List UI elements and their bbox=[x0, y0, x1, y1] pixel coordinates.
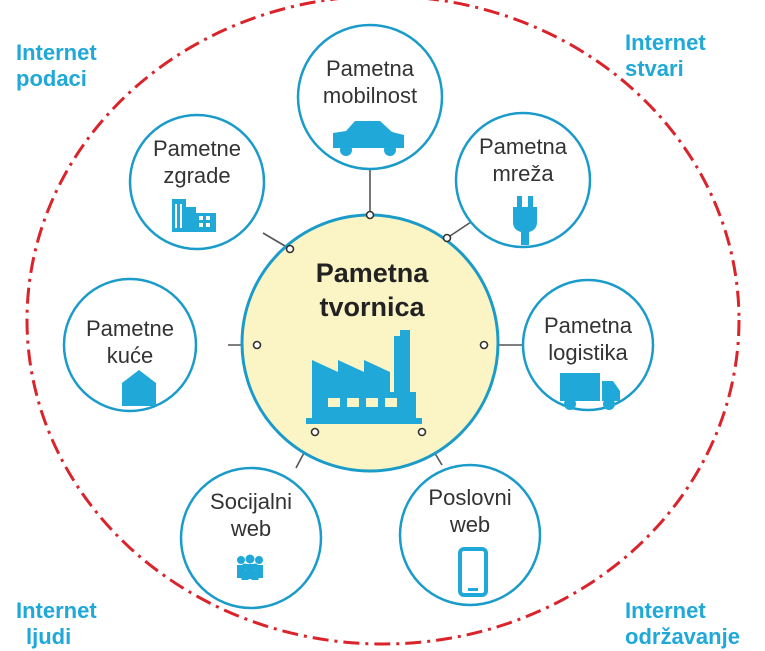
node-label-poslovni-web: Poslovni web bbox=[405, 484, 535, 538]
outer-ring bbox=[25, 0, 741, 646]
node-label-line: logistika bbox=[548, 340, 628, 365]
node-label-line: Pametne bbox=[152, 136, 242, 161]
corner-label-internet-stvari: Internet stvari bbox=[625, 30, 706, 82]
node-label-line: web bbox=[449, 512, 491, 537]
corner-label-line: Internet bbox=[625, 598, 706, 623]
people-icon bbox=[237, 554, 263, 580]
node-label-socijalni-web: Socijalni web bbox=[186, 488, 316, 542]
node-circle-kuce bbox=[62, 277, 198, 413]
node-circle-logistika bbox=[521, 278, 655, 412]
house-icon bbox=[122, 370, 156, 406]
center-label: Pametna tvornica bbox=[282, 256, 462, 324]
node-label-line: Pametna bbox=[478, 134, 568, 159]
node-label-line: Poslovni bbox=[428, 485, 512, 510]
dot-kuce bbox=[252, 340, 262, 350]
node-label-mreza: Pametna mreža bbox=[458, 133, 588, 187]
car-icon bbox=[333, 121, 404, 156]
dot-zgrade bbox=[285, 244, 295, 254]
node-circle-socijalni bbox=[179, 466, 323, 610]
node-label-line: zgrade bbox=[163, 163, 231, 188]
node-label-line: kuće bbox=[106, 343, 154, 368]
corner-label-line: Internet bbox=[16, 40, 97, 65]
corner-label-line: stvari bbox=[625, 56, 684, 81]
dot-mreza bbox=[442, 233, 452, 243]
smartphone-icon bbox=[458, 547, 488, 597]
corner-label-line: održavanje bbox=[625, 624, 740, 649]
node-label-logistika: Pametna logistika bbox=[523, 312, 653, 366]
corner-label-internet-podaci: Internet podaci bbox=[16, 40, 97, 92]
corner-label-line: Internet bbox=[16, 598, 97, 623]
node-label-mobilnost: Pametna mobilnost bbox=[305, 55, 435, 109]
corner-label-line: Internet bbox=[625, 30, 706, 55]
node-circle-mreza bbox=[454, 111, 592, 249]
node-label-line: Pametne bbox=[85, 316, 175, 341]
dot-logistika bbox=[479, 340, 489, 350]
node-label-zgrade: Pametne zgrade bbox=[132, 135, 262, 189]
node-label-line: mreža bbox=[492, 161, 554, 186]
node-label-line: Socijalni bbox=[210, 489, 292, 514]
corner-label-line: ljudi bbox=[26, 624, 72, 649]
connector-dots bbox=[252, 210, 489, 437]
corner-label-internet-ljudi: Internet ljudi bbox=[16, 598, 97, 650]
center-label-line: Pametna bbox=[315, 258, 429, 288]
dot-socijalni bbox=[310, 427, 320, 437]
node-label-line: web bbox=[230, 516, 272, 541]
corner-label-internet-odrzavanje: Internet održavanje bbox=[625, 598, 740, 650]
corner-label-line: podaci bbox=[16, 66, 87, 91]
center-label-line: tvornica bbox=[319, 292, 425, 322]
dot-mobilnost bbox=[365, 210, 375, 220]
factory-icon bbox=[306, 330, 422, 424]
buildings-icon bbox=[172, 199, 216, 232]
plug-icon bbox=[513, 196, 537, 245]
node-circle-poslovni bbox=[398, 463, 542, 607]
node-label-line: Pametna bbox=[543, 313, 633, 338]
node-circle-zgrade bbox=[128, 113, 266, 251]
node-label-line: Pametna bbox=[325, 56, 415, 81]
truck-icon bbox=[560, 373, 620, 410]
dot-poslovni bbox=[417, 427, 427, 437]
node-label-kuce: Pametne kuće bbox=[65, 315, 195, 369]
center-circle bbox=[240, 213, 500, 473]
node-label-line: mobilnost bbox=[322, 83, 418, 108]
